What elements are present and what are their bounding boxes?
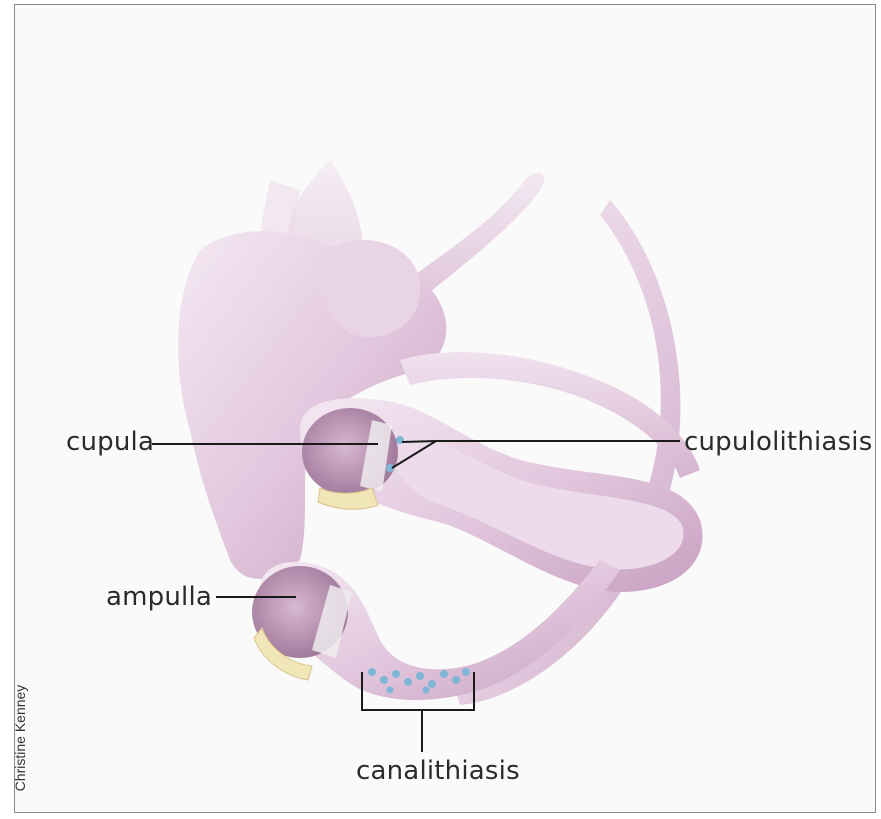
right-upper-tube: [400, 173, 544, 300]
cupulolithiasis-leader-a: [402, 441, 436, 442]
canalithiasis-label: canalithiasis: [356, 758, 520, 784]
artist-credit: Christine Kenney: [12, 678, 28, 798]
cupula-label: cupula: [66, 429, 154, 455]
cupulolithiasis-label: cupulolithiasis: [684, 429, 872, 455]
ampulla-label: ampulla: [106, 584, 212, 610]
